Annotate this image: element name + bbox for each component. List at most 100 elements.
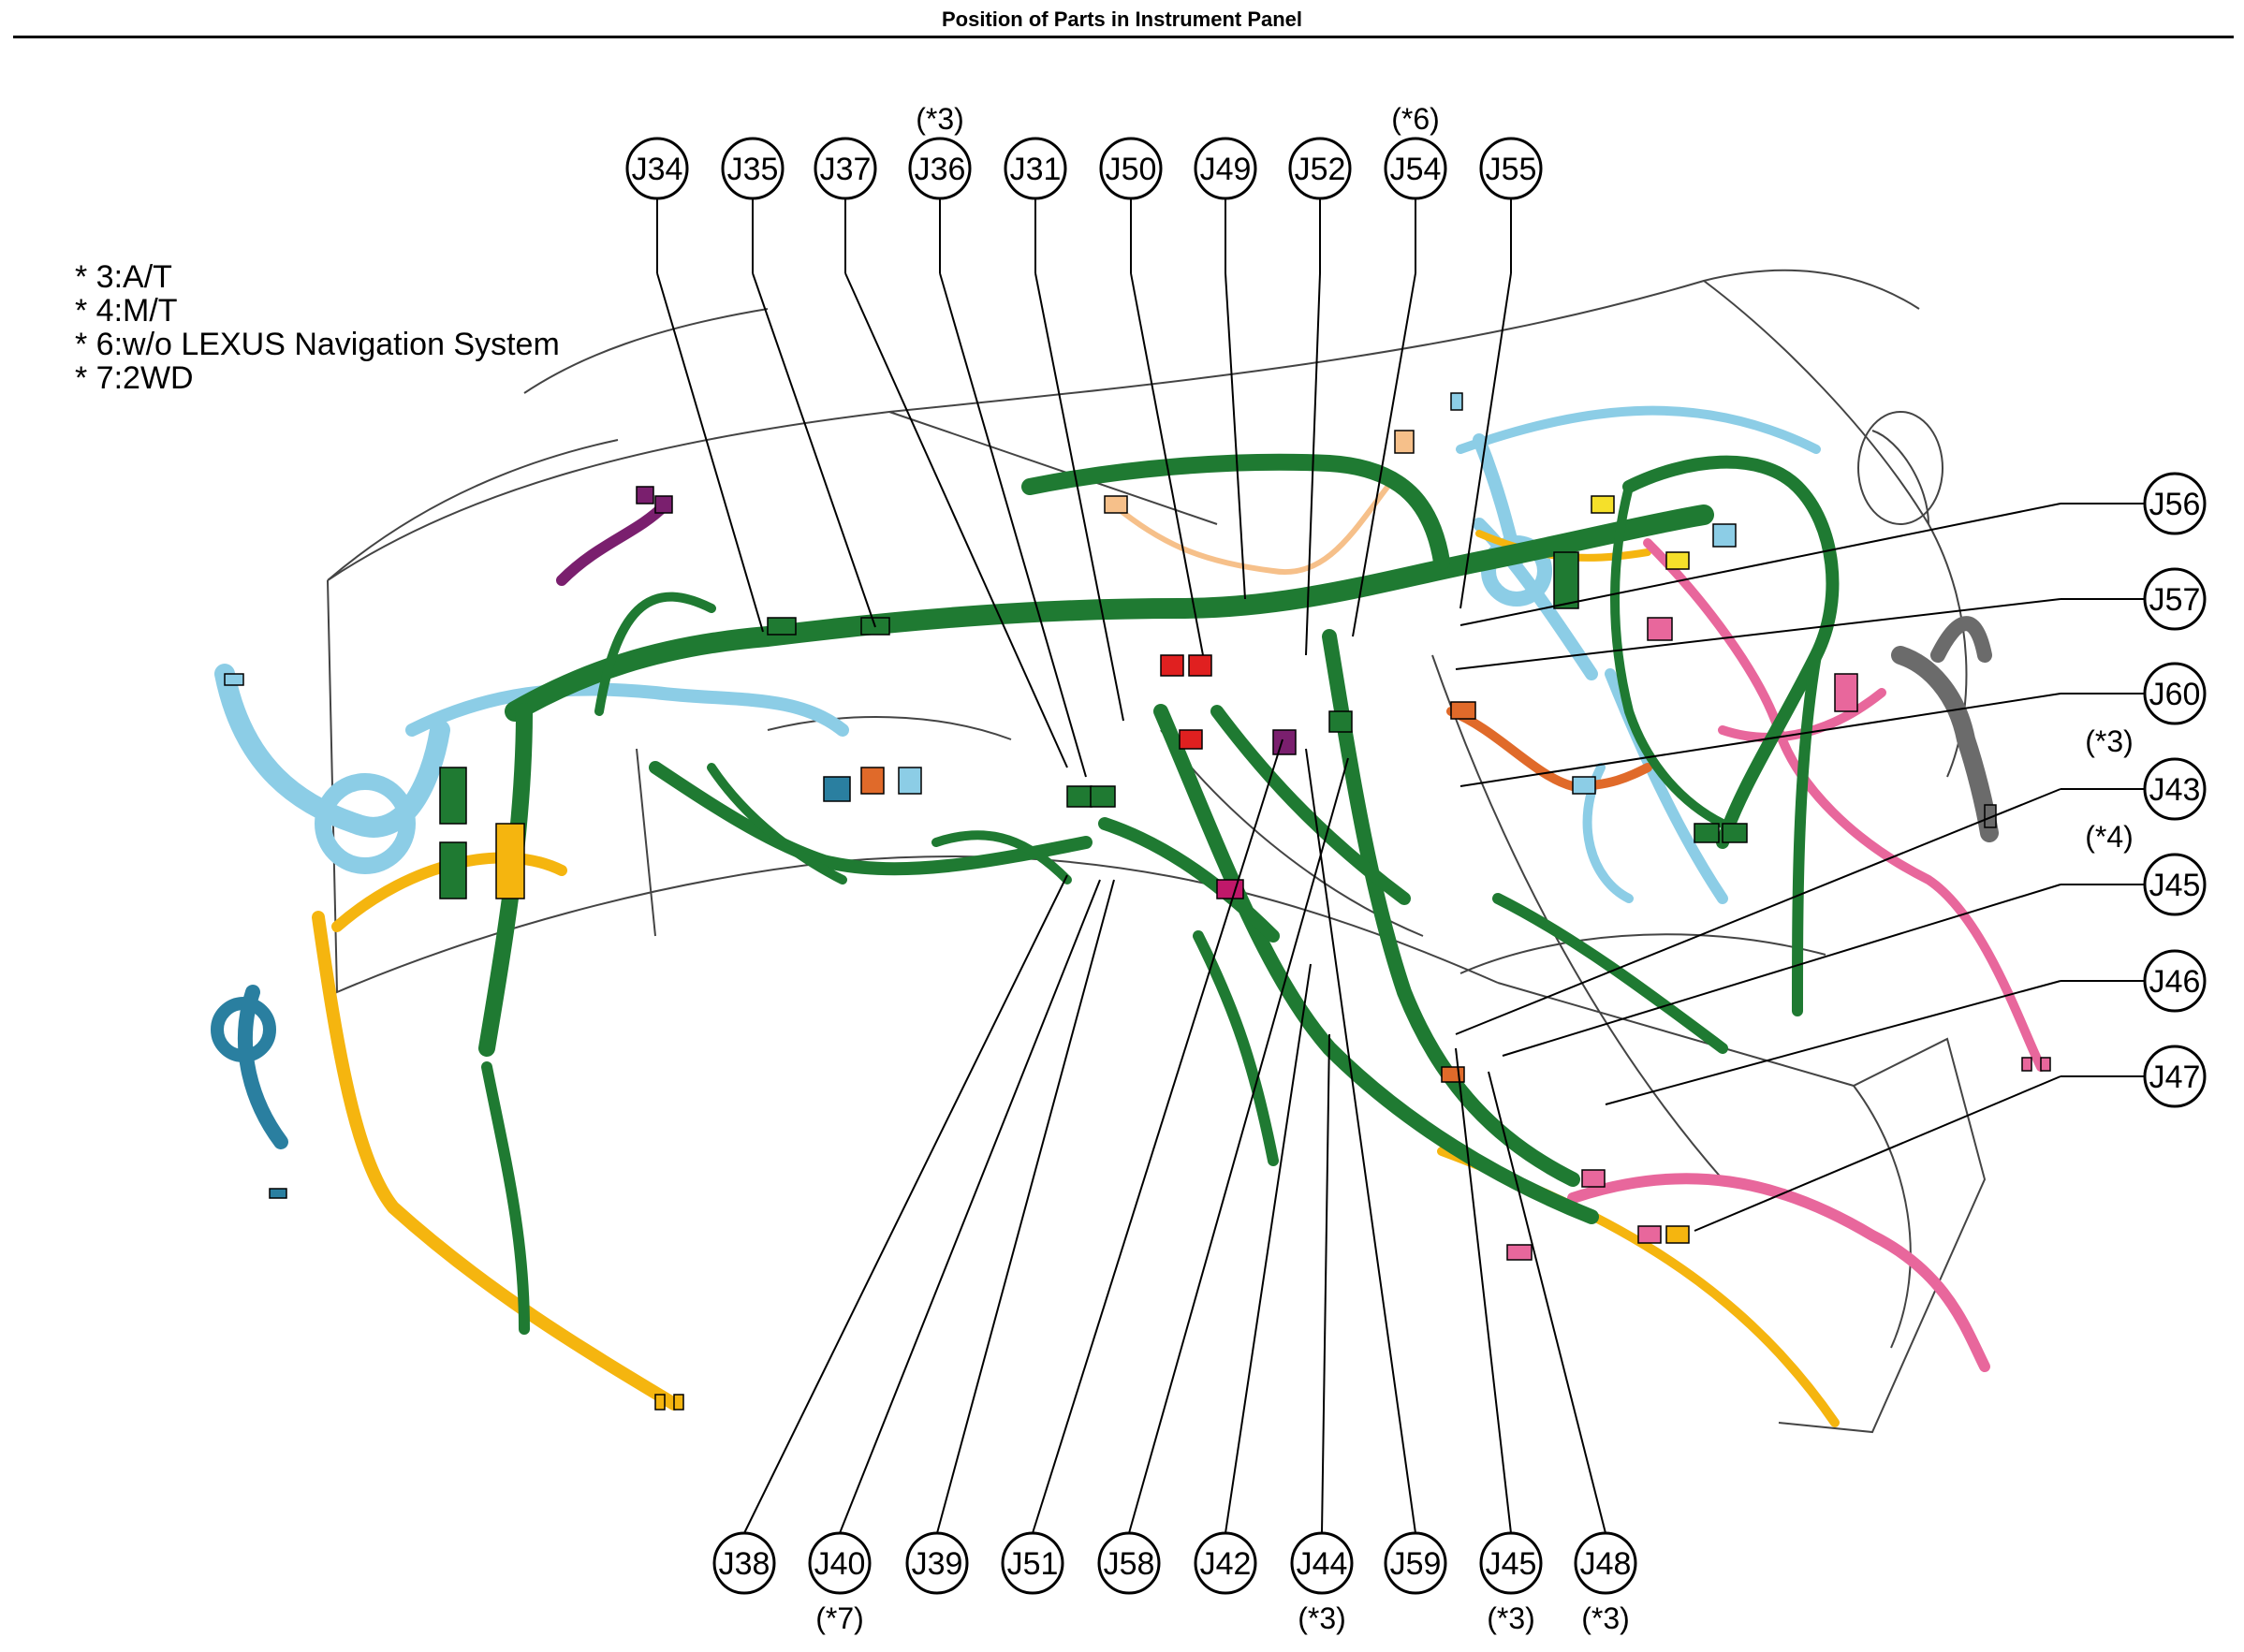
callout-circle xyxy=(2143,662,2207,725)
callout-circle xyxy=(808,1531,872,1595)
callout-id: J39 xyxy=(912,1546,963,1582)
callout-id: J35 xyxy=(727,152,779,187)
callout-j47: J47 xyxy=(2143,1045,2207,1108)
callout-note: (*3) xyxy=(1487,1601,1535,1635)
callout-j35: J35 xyxy=(721,137,785,200)
callout-j40: J40 (*7) xyxy=(808,1531,872,1635)
callout-id: J43 xyxy=(2149,772,2201,808)
callout-circle xyxy=(2143,1045,2207,1108)
callout-j55: J55 xyxy=(1479,137,1543,200)
callout-j54: J54 (*6) xyxy=(1384,102,1447,200)
callout-id: J44 xyxy=(1297,1546,1348,1582)
callout-j42: J42 xyxy=(1194,1531,1257,1595)
leader-line xyxy=(1502,884,2061,1057)
leader-line xyxy=(1034,272,1124,722)
leader-line xyxy=(1459,272,1512,609)
note-item: * 6:w/o LEXUS Navigation System xyxy=(75,327,560,362)
callout-circle xyxy=(1288,137,1352,200)
callout-circle xyxy=(712,1531,776,1595)
callout-circle xyxy=(905,1531,969,1595)
leader-line xyxy=(1321,1033,1330,1534)
callout-note: (*6) xyxy=(1391,102,1440,136)
leader-line xyxy=(743,874,1068,1534)
callout-note: (*3) xyxy=(2085,724,2134,758)
callout-id: J48 xyxy=(1580,1546,1632,1582)
callout-note: (*3) xyxy=(1298,1601,1346,1635)
callout-circle xyxy=(721,137,785,200)
callout-circle xyxy=(1479,1531,1543,1595)
leader-line xyxy=(1305,272,1321,656)
callout-circle xyxy=(1384,1531,1447,1595)
callout-id: J56 xyxy=(2149,487,2201,522)
callout-circle xyxy=(2143,757,2207,821)
callout-circle xyxy=(1290,1531,1354,1595)
callout-j59: J59 xyxy=(1384,1531,1447,1595)
callout-circle xyxy=(1574,1531,1637,1595)
callout-j38: J38 xyxy=(712,1531,776,1595)
callout-id: J37 xyxy=(820,152,872,187)
callout-j58: J58 xyxy=(1097,1531,1161,1595)
callout-circle xyxy=(1384,137,1447,200)
callout-id: J55 xyxy=(1486,152,1537,187)
callout-j36: J36 (*3) xyxy=(908,102,972,200)
callout-circle xyxy=(2143,567,2207,631)
leader-line xyxy=(1128,757,1349,1534)
leader-lines xyxy=(656,198,2145,1534)
callout-id: J34 xyxy=(632,152,683,187)
callout-circle xyxy=(1001,1531,1064,1595)
callout-note: (*7) xyxy=(815,1601,864,1635)
callout-id: J47 xyxy=(2149,1060,2201,1095)
callout-circle xyxy=(1479,137,1543,200)
note-item: * 4:M/T xyxy=(75,293,178,329)
callout-id: J51 xyxy=(1007,1546,1059,1582)
callout-j57: J57 xyxy=(2143,567,2207,631)
callout-j45: J45 (*3) xyxy=(1479,1531,1543,1635)
callout-j39: J39 xyxy=(905,1531,969,1595)
note-item: * 7:2WD xyxy=(75,360,194,396)
callout-j45: J45 (*4) xyxy=(2085,820,2207,916)
callout-j56: J56 xyxy=(2143,472,2207,535)
callout-id: J40 xyxy=(814,1546,866,1582)
title-rule xyxy=(13,36,2234,38)
leader-line xyxy=(1455,598,2061,670)
callout-id: J46 xyxy=(2149,964,2201,1000)
callout-id: J54 xyxy=(1390,152,1442,187)
callout-circle xyxy=(814,137,877,200)
leader-line xyxy=(1605,980,2061,1105)
connector-blocks xyxy=(224,392,2051,1411)
note-item: * 3:A/T xyxy=(75,259,172,295)
callout-circle xyxy=(2143,472,2207,535)
callout-circle xyxy=(2143,949,2207,1013)
callout-id: J45 xyxy=(1486,1546,1537,1582)
callout-j46: J46 xyxy=(2143,949,2207,1013)
leader-line xyxy=(1459,503,2061,626)
callout-note: (*3) xyxy=(916,102,964,136)
callout-circle xyxy=(2143,853,2207,916)
callout-j60: J60 xyxy=(2143,662,2207,725)
callout-note: (*3) xyxy=(1581,1601,1630,1635)
callout-id: J49 xyxy=(1200,152,1252,187)
callout-circle xyxy=(1004,137,1067,200)
callout-id: J36 xyxy=(915,152,966,187)
callout-note: (*4) xyxy=(2085,820,2134,854)
callout-id: J50 xyxy=(1106,152,1157,187)
leader-line xyxy=(844,272,1068,768)
callout-circle xyxy=(1097,1531,1161,1595)
callout-id: J57 xyxy=(2149,582,2201,618)
callout-j50: J50 xyxy=(1099,137,1163,200)
leader-line xyxy=(1352,272,1416,637)
leader-line xyxy=(1032,738,1283,1534)
callout-circle xyxy=(1194,137,1257,200)
callout-j43: J43 (*3) xyxy=(2085,724,2207,821)
callout-id: J45 xyxy=(2149,868,2201,903)
callout-j37: J37 xyxy=(814,137,877,200)
callout-j49: J49 xyxy=(1194,137,1257,200)
callout-j31: J31 xyxy=(1004,137,1067,200)
leader-line xyxy=(752,272,876,628)
callout-id: J42 xyxy=(1200,1546,1252,1582)
callout-circle xyxy=(908,137,972,200)
callout-circle xyxy=(1194,1531,1257,1595)
callout-id: J59 xyxy=(1390,1546,1442,1582)
leader-line xyxy=(1305,748,1416,1534)
